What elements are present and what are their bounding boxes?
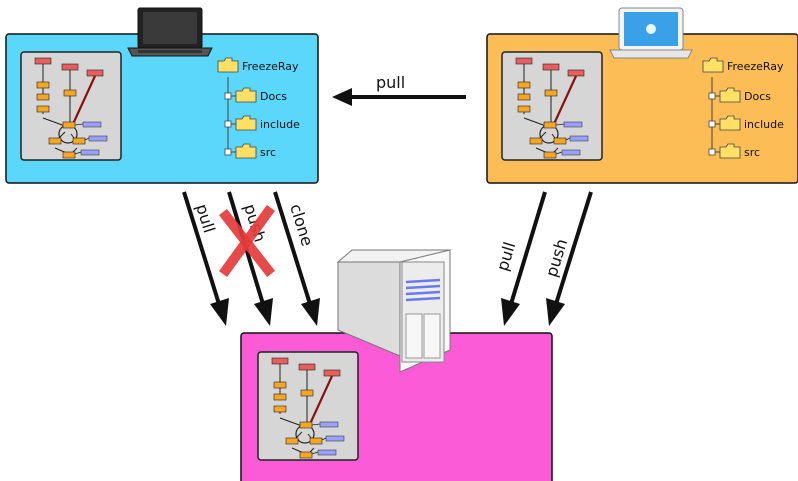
arrow-right-to-left: pull [332,73,466,106]
arrow-left-clone: clone [273,191,320,326]
arrow-right-push: push [542,191,593,326]
server-tower-icon [336,249,452,373]
cross-x-icon [218,205,276,278]
right-commit-graph [500,50,604,162]
laptop-icon [127,7,213,57]
tree-item-include: include [744,118,784,131]
arrow-label-pull: pull [493,240,520,273]
tree-root-label: FreezeRay [242,60,299,73]
server-repository [240,332,553,481]
macbook-icon [609,7,693,59]
right-file-tree: FreezeRay Docs include src [702,57,784,159]
tree-item-docs: Docs [744,90,771,103]
arrow-left-pull: pull [182,191,229,326]
arrow-right-pull: pull [493,191,547,326]
tree-root-label: FreezeRay [727,60,784,73]
tree-item-src: src [260,146,276,159]
tree-item-include: include [260,118,300,131]
tree-item-docs: Docs [260,90,287,103]
left-file-tree: FreezeRay Docs include src [217,57,300,159]
server-commit-graph [256,350,360,462]
left-commit-graph [19,50,123,162]
right-repository: FreezeRay Docs include src [486,33,798,184]
left-repository: FreezeRay Docs include src [5,33,319,184]
tree-item-src: src [744,146,760,159]
arrow-label-pull: pull [376,73,405,92]
